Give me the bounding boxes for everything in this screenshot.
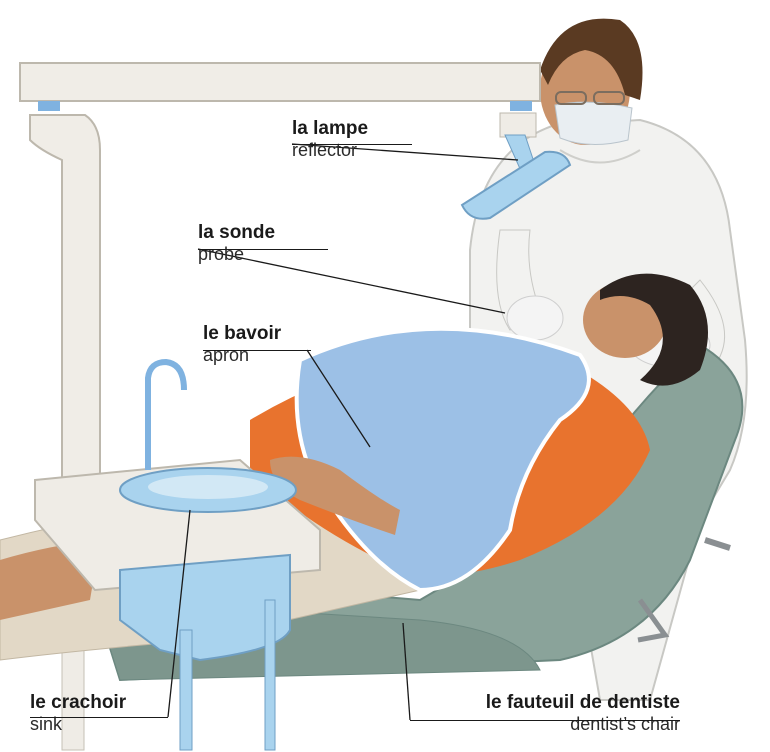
- label-sonde-en: probe: [198, 244, 275, 265]
- label-fauteuil-fr: le fauteuil de dentiste: [486, 692, 680, 714]
- label-lampe-en: reflector: [292, 140, 368, 161]
- label-fauteuil-en: dentist’s chair: [486, 714, 680, 735]
- label-lampe-rule: [292, 144, 412, 145]
- label-lampe: la lampe reflector: [292, 118, 368, 161]
- label-bavoir-fr: le bavoir: [203, 323, 281, 345]
- label-crachoir-fr: le crachoir: [30, 692, 126, 714]
- label-fauteuil-rule: [410, 720, 680, 721]
- label-crachoir-rule: [30, 717, 168, 718]
- label-bavoir: le bavoir apron: [203, 323, 281, 366]
- label-crachoir: le crachoir sink: [30, 692, 126, 735]
- label-sonde-rule: [198, 249, 328, 250]
- label-fauteuil: le fauteuil de dentiste dentist’s chair: [486, 692, 680, 735]
- label-bavoir-rule: [203, 350, 311, 351]
- label-sonde-fr: la sonde: [198, 222, 275, 244]
- label-sonde: la sonde probe: [198, 222, 275, 265]
- label-lampe-fr: la lampe: [292, 118, 368, 140]
- label-bavoir-en: apron: [203, 345, 281, 366]
